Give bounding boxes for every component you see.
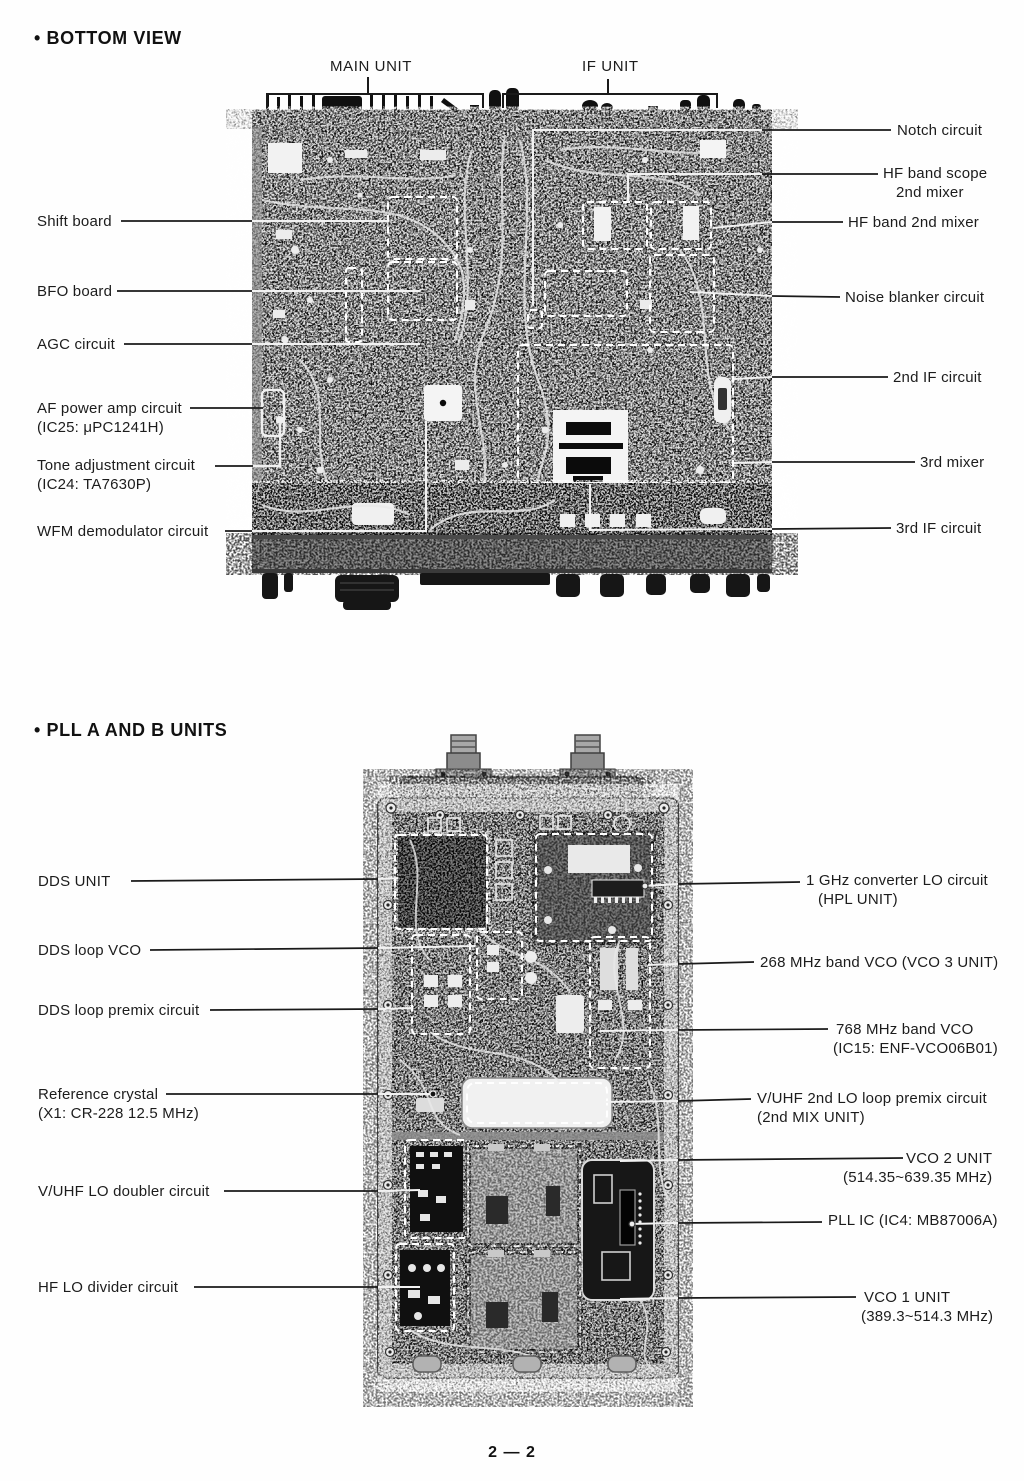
page-number: 2 — 2 [488,1444,536,1461]
label-hf-band-scope-mixer: HF band scope 2nd mixer [883,165,988,201]
label-wfm-demodulator: WFM demodulator circuit [37,523,209,540]
label-hf-lo-divider: HF LO divider circuit [38,1279,179,1296]
pll-units-photo [377,734,679,1379]
if-unit-label: IF UNIT [582,58,639,75]
label-tone-adjustment: Tone adjustment circuit (IC24: TA7630P) [37,457,196,493]
bottom-view-leaders [117,129,915,532]
label-agc-circuit: AGC circuit [37,336,116,353]
label-pll-ic: PLL IC (IC4: MB87006A) [828,1212,998,1229]
main-unit-label: MAIN UNIT [330,58,413,75]
label-dds-unit: DDS UNIT [38,873,111,890]
label-268mhz-band-vco: 268 MHz band VCO (VCO 3 UNIT) [760,954,999,971]
label-768mhz-band-vco: 768 MHz band VCO (IC15: ENF-VCO06B01) [833,1021,998,1057]
label-vuhf-lo-doubler: V/UHF LO doubler circuit [38,1183,210,1200]
label-vuhf-2nd-lo-premix: V/UHF 2nd LO loop premix circuit (2nd MI… [757,1090,987,1126]
label-3rd-mixer: 3rd mixer [920,454,985,471]
label-vco-1-unit: VCO 1 UNIT (389.3~514.3 MHz) [861,1289,994,1325]
label-1ghz-converter-lo: 1 GHz converter LO circuit (HPL UNIT) [806,872,988,908]
pll-leaders [130,877,904,1300]
label-2nd-if-circuit: 2nd IF circuit [893,369,982,386]
label-reference-crystal: Reference crystal (X1: CR-228 12.5 MHz) [38,1086,199,1122]
label-notch-circuit: Notch circuit [897,122,983,139]
section-title-bottom-view: • BOTTOM VIEW [34,28,182,48]
bottom-view-photo [252,88,772,610]
label-dds-loop-vco: DDS loop VCO [38,942,142,959]
label-dds-loop-premix: DDS loop premix circuit [38,1002,200,1019]
label-bfo-board: BFO board [37,283,113,300]
label-3rd-if-circuit: 3rd IF circuit [896,520,982,537]
label-hf-band-2nd-mixer: HF band 2nd mixer [848,214,979,231]
label-noise-blanker: Noise blanker circuit [845,289,985,306]
section-title-pll-units: • PLL A AND B UNITS [34,720,228,740]
label-vco-2-unit: VCO 2 UNIT (514.35~639.35 MHz) [843,1150,993,1186]
unit-brackets [266,77,718,108]
label-shift-board: Shift board [37,213,112,230]
label-af-power-amp: AF power amp circuit (IC25: μPC1241H) [37,400,182,436]
